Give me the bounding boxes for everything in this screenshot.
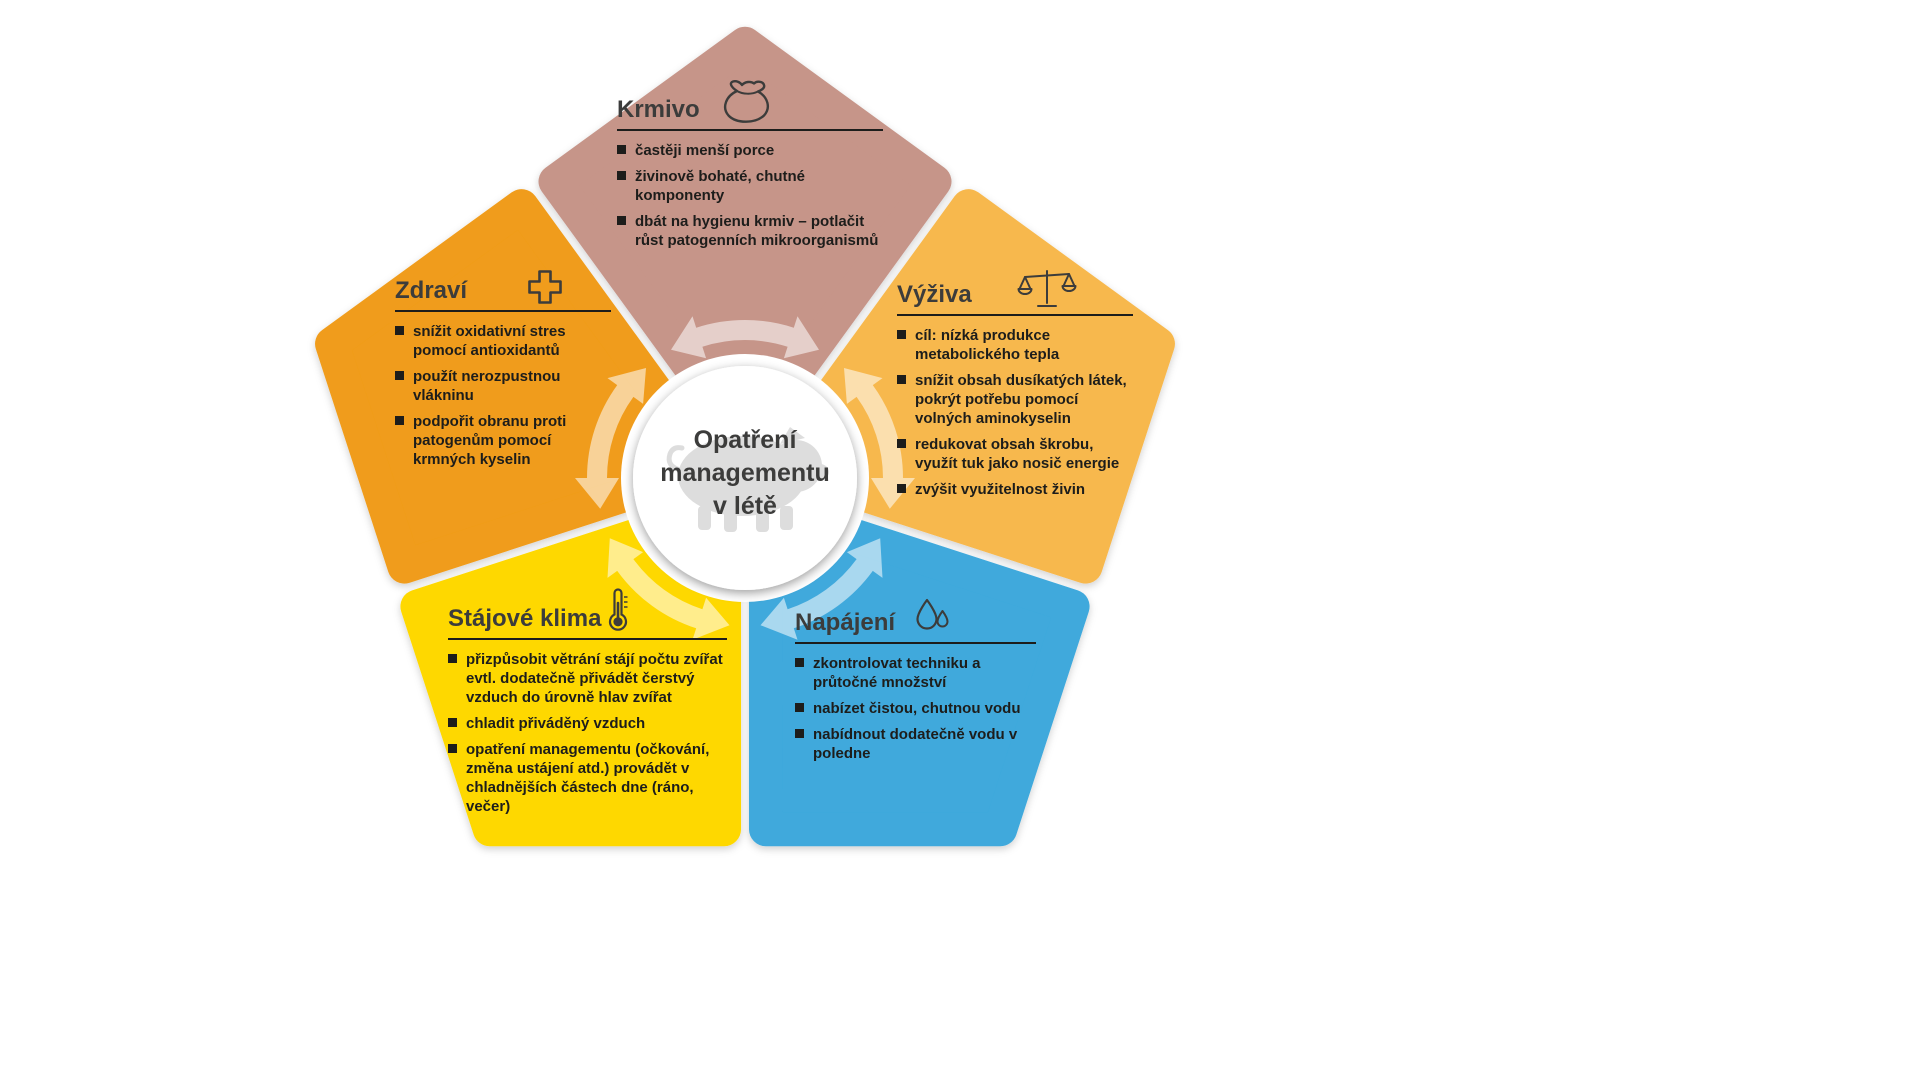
bullet-list: zkontrolovat techniku a průtočné množstv… [795,654,1036,763]
bullet-square-icon [617,144,626,154]
bullet-list: cíl: nízká produkce metabolického tepla … [897,326,1133,499]
bullet-item: opatření managementu (očkování, změna us… [448,740,727,816]
bullet-text: redukovat obsah škrobu, využít tuk jako … [915,436,1120,473]
bullet-square-icon [395,371,404,380]
bullet-item: přizpůsobit větrání stájí počtu zvířat e… [448,650,727,707]
thermometer-icon [608,588,628,631]
bullet-square-icon [897,329,906,339]
bullet-square-icon [795,657,804,667]
bullet-item: nabídnout dodatečně vodu v poledne [795,725,1036,763]
bullet-square-icon [897,484,906,494]
cycle-arrow [607,538,730,640]
bullet-text: nabízet čistou, chutnou vodu [813,700,1021,717]
bullet-item: zkontrolovat techniku a průtočné množstv… [795,654,1036,692]
bullet-text: použít nerozpustnou vlákninu [413,368,561,405]
bullet-text: cíl: nízká produkce metabolického tepla [915,326,1060,363]
bullet-item: živinově bohaté, chutné komponenty [617,167,883,205]
section-vyziva: Výživa cíl: nízká produkce metabolického… [897,269,1133,499]
section-title: Krmivo [617,96,700,123]
bullet-square-icon [897,375,906,384]
bullet-text: nabídnout dodatečně vodu v poledne [813,726,1018,763]
bullet-text: opatření managementu (očkování, změna us… [466,741,710,816]
bullet-item: dbát na hygienu krmiv – potlačit růst pa… [617,212,883,250]
center-label-line: managementu [660,459,830,487]
balance-scale-icon [1017,269,1077,307]
bullet-square-icon [448,653,457,663]
bullet-text: podpořit obranu proti patogenům pomocí k… [413,413,567,469]
medical-cross-icon [528,270,562,304]
bullet-square-icon [448,744,457,754]
bullet-list: snížit oxidativní stres pomocí antioxida… [395,322,611,469]
cycle-arrow [575,368,646,509]
bullet-square-icon [617,170,626,180]
pig-icon [666,427,829,532]
bullet-list: častěji menší porce živinově bohaté, chu… [617,141,883,250]
bullet-text: zvýšit využitelnost živin [915,481,1086,499]
section-title: Stájové klima [448,605,602,632]
bullet-item: použít nerozpustnou vlákninu [395,367,611,405]
wedge-vyziva [761,189,1175,584]
bullet-square-icon [795,703,804,712]
section-stajove-klima: Stájové klima přizpůsobit větrání stájí … [448,588,727,816]
bullet-list: přizpůsobit větrání stájí počtu zvířat e… [448,650,727,816]
bullet-item: zvýšit využitelnost živin [897,480,1133,499]
section-header: Výživa [897,269,1133,316]
section-krmivo: Krmivo častěji menší porce živinově boha… [617,79,883,250]
bullet-item: chladit přiváděný vzduch [448,714,727,733]
bullet-item: častěji menší porce [617,141,883,160]
cycle-arrow [760,538,883,640]
section-header: Krmivo [617,79,883,131]
center-label: Opatření managementu v létě [635,424,855,523]
section-title: Napájení [795,609,896,636]
bullet-text: zkontrolovat techniku a průtočné množstv… [813,654,981,691]
section-title: Zdraví [395,277,468,304]
bullet-item: podpořit obranu proti patogenům pomocí k… [395,412,611,469]
section-napajeni: Napájení zkontrolovat techniku a průtočn… [795,598,1036,763]
bullet-square-icon [395,416,404,426]
water-drops-icon [916,598,949,630]
bullet-item: nabízet čistou, chutnou vodu [795,699,1036,718]
section-zdravi: Zdraví snížit oxidativní stres pomocí an… [395,270,611,469]
bullet-text: dbát na hygienu krmiv – potlačit růst pa… [635,213,879,250]
cycle-arrow [844,368,915,509]
bullet-square-icon [617,216,626,226]
cycle-arrows [575,316,915,640]
feed-sack-icon [724,79,770,123]
section-title: Výživa [897,281,972,308]
section-header: Napájení [795,598,1036,644]
bullet-item: redukovat obsah škrobu, využít tuk jako … [897,435,1133,473]
wedge-krmivo [538,26,952,460]
center-label-line: Opatření [693,426,797,454]
bullet-text: snížit oxidativní stres pomocí antioxida… [413,322,566,359]
section-header: Zdraví [395,270,611,312]
cycle-arrow [671,316,819,359]
bullet-square-icon [897,439,906,449]
bullet-item: cíl: nízká produkce metabolického tepla [897,326,1133,364]
bullet-text: živinově bohaté, chutné komponenty [635,167,806,204]
bullet-item: snížit oxidativní stres pomocí antioxida… [395,322,611,360]
wedge-zdravi [315,189,729,584]
bullet-item: snížit obsah dusíkatých látek, pokrýt po… [897,371,1133,428]
bullet-square-icon [795,729,804,739]
bullet-text: snížit obsah dusíkatých látek, pokrýt po… [915,372,1127,428]
section-header: Stájové klima [448,588,727,640]
bullet-text: častěji menší porce [635,141,775,159]
bullet-text: přizpůsobit větrání stájí počtu zvířat e… [466,650,723,706]
bullet-square-icon [448,718,457,728]
bullet-square-icon [395,325,404,335]
center-label-line: v létě [713,492,777,520]
bullet-text: chladit přiváděný vzduch [466,715,646,733]
